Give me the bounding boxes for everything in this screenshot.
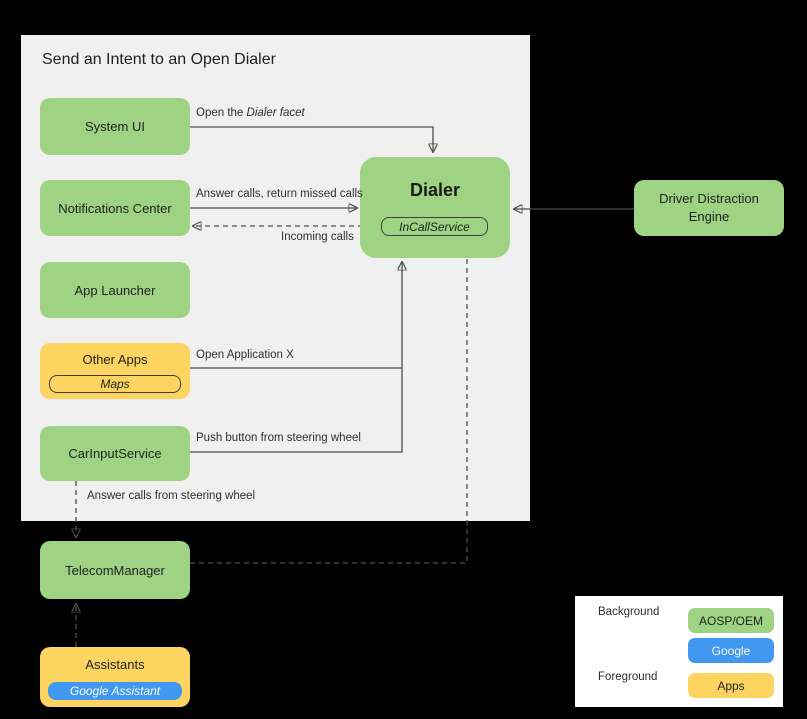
node-label: App Launcher xyxy=(74,282,156,298)
chip-incallservice: InCallService xyxy=(381,217,488,236)
legend-pill-aosp-oem: AOSP/OEM xyxy=(688,608,774,633)
node-label: TelecomManager xyxy=(65,562,165,578)
chip-google-assistant: Google Assistant xyxy=(48,682,182,700)
legend: Background Foreground AOSP/OEM Google Ap… xyxy=(575,596,783,707)
edge-label-open-dialer-facet: Open the Dialer facet xyxy=(196,107,305,119)
node-label: System UI xyxy=(85,119,145,134)
node-telecom-manager: TelecomManager xyxy=(40,541,190,599)
node-label: CarInputService xyxy=(68,446,162,461)
legend-pill-google: Google xyxy=(688,638,774,663)
edge-label-text: Open the xyxy=(196,107,247,119)
chip-maps: Maps xyxy=(49,375,181,393)
node-car-input-service: CarInputService xyxy=(40,426,190,481)
node-label: Notifications Center xyxy=(58,200,172,216)
legend-foreground-label: Foreground xyxy=(598,671,658,683)
node-assistants: Assistants Google Assistant xyxy=(40,647,190,707)
edge-label-italic: Dialer facet xyxy=(246,107,305,119)
legend-background-label: Background xyxy=(598,606,660,618)
edge-label-open-application-x: Open Application X xyxy=(196,349,294,361)
node-label: Driver Distraction Engine xyxy=(659,191,759,224)
node-driver-distraction-engine: Driver Distraction Engine xyxy=(634,180,784,236)
node-label: Other Apps xyxy=(82,352,148,367)
node-other-apps: Other Apps Maps xyxy=(40,343,190,399)
node-app-launcher: App Launcher xyxy=(40,262,190,318)
legend-pill-apps: Apps xyxy=(688,673,774,698)
node-label: Assistants xyxy=(85,657,145,672)
node-dialer: Dialer InCallService xyxy=(360,157,510,258)
edge-label-push-button: Push button from steering wheel xyxy=(196,432,361,444)
node-label: Dialer xyxy=(409,180,461,200)
page-title: Send an Intent to an Open Dialer xyxy=(42,51,276,68)
edge-label-incoming-calls: Incoming calls xyxy=(281,231,354,243)
edge-label-answer-steering: Answer calls from steering wheel xyxy=(87,490,256,502)
node-system-ui: System UI xyxy=(40,98,190,155)
node-notifications-center: Notifications Center xyxy=(40,180,190,236)
edge-label-answer-calls: Answer calls, return missed calls xyxy=(196,188,363,200)
